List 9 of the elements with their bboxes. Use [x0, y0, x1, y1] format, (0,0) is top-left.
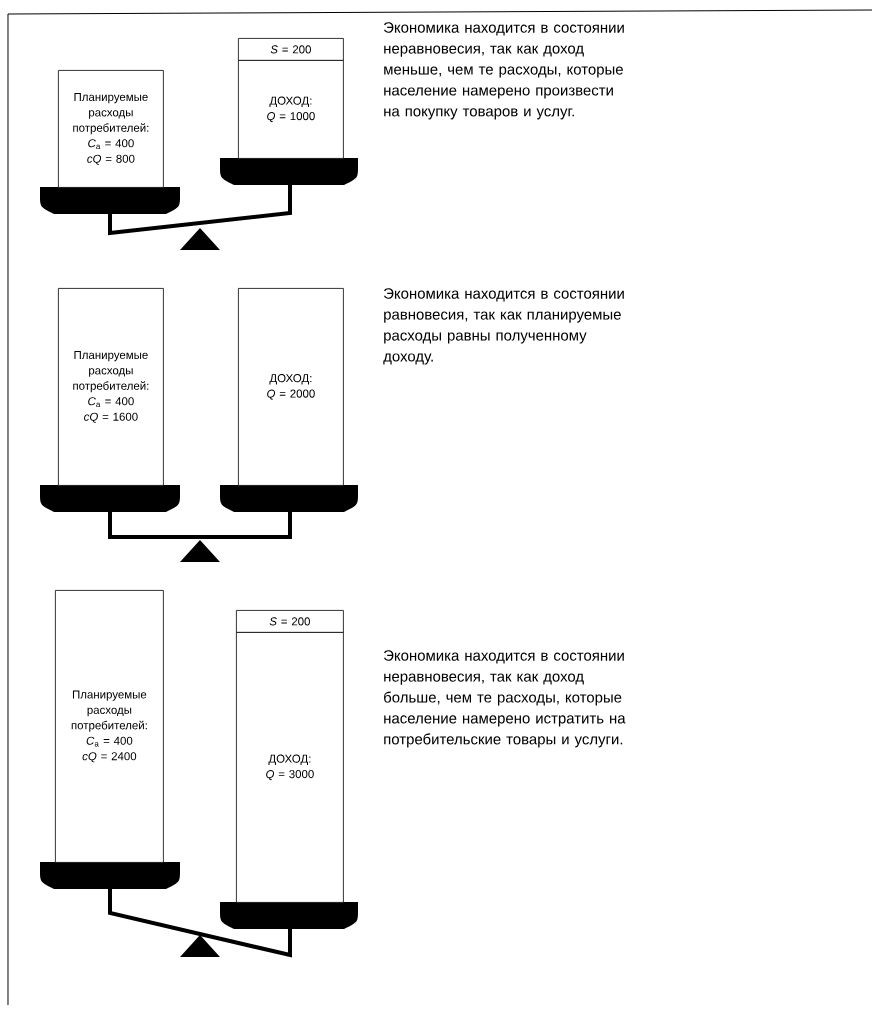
description-text: Экономика находится в состоянии неравновесия, так как доход меньше, чем те расходы, которые население намерено произвести на покупку товаров и услуг.: [383, 22, 624, 120]
header-box: S = 200: [236, 610, 344, 633]
weight-box: Планируемые расходы потребителей: C$_{a}$ = 400 cQ = 800: [58, 70, 164, 188]
description-text: Экономика находится в состоянии неравновесия, так как доход больше, чем те расходы, которые население намерено истратить на потребительские товары и услуги.: [383, 650, 626, 748]
weight-box: Планируемые расходы потребителей: C$_{a}$ = 400 cQ = 1600: [58, 288, 164, 486]
weight-box: ДОХОД: Q = 2000: [238, 288, 344, 486]
header-box: S = 200: [238, 38, 344, 61]
description-text: Экономика находится в состоянии равновесия, так как планируемые расходы равны полученному доходу.: [383, 288, 624, 365]
weight-box: Планируемые расходы потребителей: C$_{a}$ = 400 cQ = 2400: [55, 590, 164, 863]
